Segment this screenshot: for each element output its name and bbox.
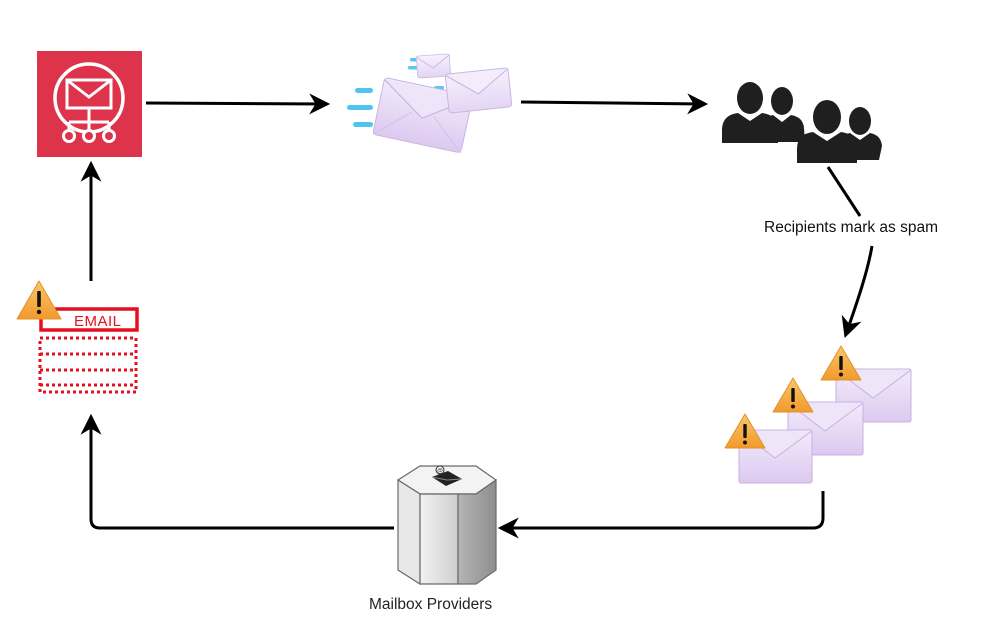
svg-text:@: @ (437, 469, 443, 475)
edge-spam-to-mailbox (497, 491, 825, 539)
edges (80, 93, 874, 539)
warning-icon (724, 413, 766, 449)
mail-server-icon: @ (396, 465, 498, 586)
email-distribution-icon (37, 51, 142, 157)
users-group-icon (722, 82, 882, 163)
email-tag-label: EMAIL (74, 313, 122, 330)
warning-icon (16, 280, 62, 320)
warning-envelopes-icon (724, 345, 912, 484)
mailbox-providers-label: Mailbox Providers (369, 596, 493, 613)
edge-service-to-sent (145, 93, 331, 115)
edge-recipients-to-spam-top (826, 166, 862, 217)
warning-icon (820, 345, 862, 381)
warning-icon (772, 377, 814, 413)
edge-mailbox-to-blocked (80, 413, 394, 530)
edge-label-recipients-mark-spam: Recipients mark as spam (762, 219, 941, 237)
flying-envelopes-icon (347, 53, 513, 154)
email-warning-icon (16, 280, 139, 394)
edge-sent-to-recipients (520, 93, 709, 115)
edge-recipients-to-spam-bottom (841, 245, 874, 338)
